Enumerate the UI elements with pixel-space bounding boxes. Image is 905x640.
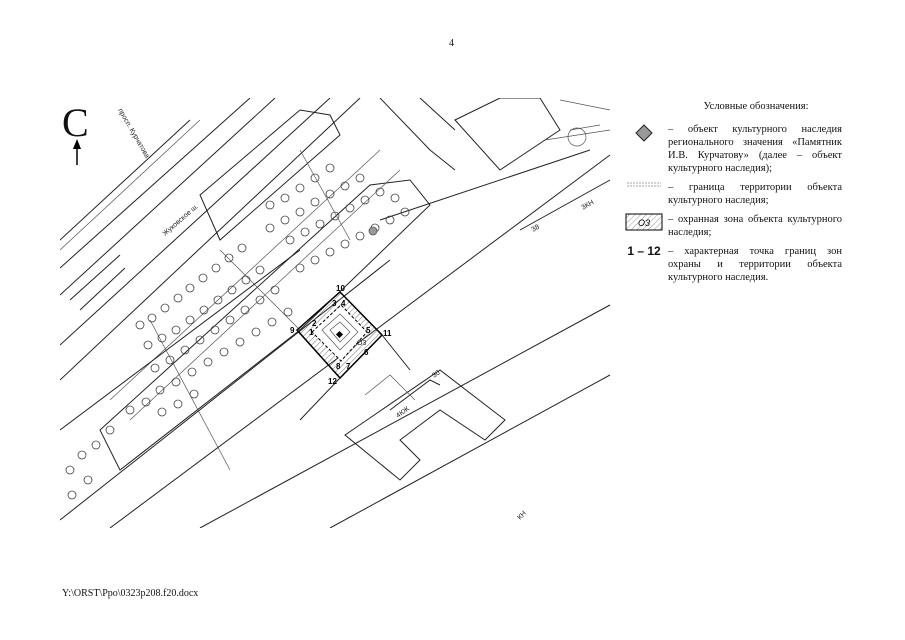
building-number-38: 38 xyxy=(531,224,541,234)
dashed-line-icon xyxy=(627,182,661,187)
legend-item-territory-boundary: – граница территории объекта культурного… xyxy=(620,181,842,207)
hatched-zone-icon: О3 xyxy=(625,213,663,231)
point-label-9: 9 xyxy=(290,326,295,335)
north-arrow: С xyxy=(60,103,100,165)
footer-file-path: Y:\ORST\Ppo\0323p208.f20.docx xyxy=(62,588,199,599)
page-number: 4 xyxy=(449,38,454,49)
zone-label-map: О3 xyxy=(357,340,366,347)
legend-text-heritage-object: – объект культурного наследия региональн… xyxy=(668,124,842,174)
legend-text-protection-zone: – охранная зона объекта культурного насл… xyxy=(668,214,842,238)
point-label-7: 7 xyxy=(346,362,351,371)
point-label-4: 4 xyxy=(341,299,346,308)
building-number-30: 30 xyxy=(431,369,441,379)
tree-symbols xyxy=(65,163,410,500)
legend-item-protection-zone: О3 – охранная зона объекта культурного н… xyxy=(620,213,842,239)
legend-zone-label: О3 xyxy=(638,218,650,228)
map-linework xyxy=(60,98,611,528)
point-label-12: 12 xyxy=(328,377,337,386)
point-label-8: 8 xyxy=(336,362,341,371)
diamond-icon xyxy=(635,124,653,142)
point-label-3: 3 xyxy=(332,299,337,308)
point-label-11: 11 xyxy=(383,329,392,338)
point-label-6: 6 xyxy=(364,348,369,357)
map-legend: Условные обозначения: – объект культурно… xyxy=(620,100,842,290)
legend-text-territory-boundary: – граница территории объекта культурного… xyxy=(668,182,842,206)
legend-item-heritage-object: – объект культурного наследия региональн… xyxy=(620,123,842,175)
point-label-10: 10 xyxy=(336,284,345,293)
street-label-zhukovskoe: Жуковское ш. xyxy=(162,203,200,238)
north-letter: С xyxy=(62,100,89,145)
range-label: 1 – 12 xyxy=(627,244,661,258)
boundary-point-labels: 1 2 3 4 5 6 7 8 9 10 11 12 xyxy=(290,284,392,386)
north-arrow-icon xyxy=(73,139,81,165)
point-label-2: 2 xyxy=(312,319,317,328)
point-label-5: 5 xyxy=(366,326,371,335)
legend-text-boundary-points: – характерная точка границ зон охраны и … xyxy=(668,246,842,283)
legend-item-boundary-points: 1 – 12 – характерная точка границ зон ох… xyxy=(620,245,842,284)
street-label-kn-upper: 3КН xyxy=(581,199,596,212)
street-label-prospect: просп. Курчатова xyxy=(116,108,150,160)
street-label-kn-lower: КН xyxy=(516,510,527,521)
legend-title: Условные обозначения: xyxy=(703,101,809,112)
point-label-1: 1 xyxy=(309,328,314,337)
diamond-icon xyxy=(335,330,344,339)
